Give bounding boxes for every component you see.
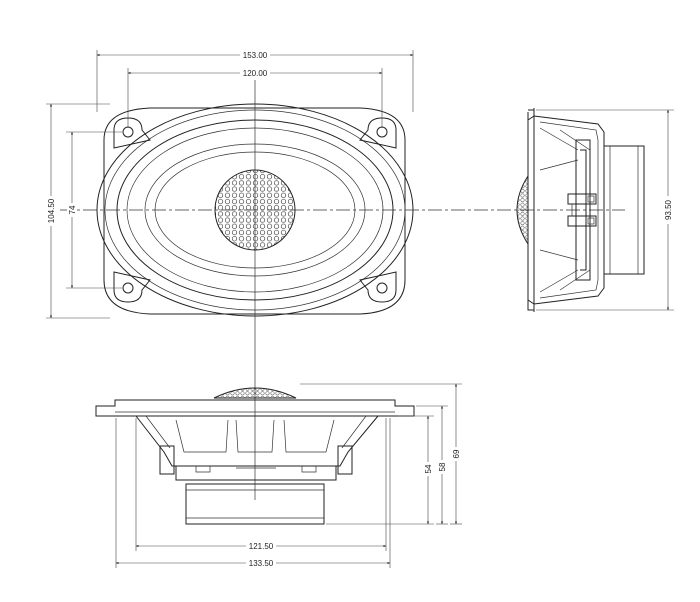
front-bolt-tab-br bbox=[359, 271, 397, 303]
front-bolt-tab-tl bbox=[113, 117, 151, 149]
side-view: 93.50 bbox=[516, 108, 674, 312]
dim-bottom-total: 69 bbox=[300, 383, 462, 525]
bottom-view: 54 58 69 121.50 bbox=[95, 383, 462, 568]
bottom-tweeter-dome bbox=[213, 387, 297, 399]
side-terminals bbox=[567, 193, 597, 227]
dim-front-bolt-spacing-label: 120.00 bbox=[243, 69, 268, 78]
dim-side-height-label: 93.50 bbox=[664, 199, 673, 220]
dim-bottom-cutout: 121.50 bbox=[135, 418, 387, 551]
dim-bottom-total-label: 69 bbox=[452, 449, 461, 458]
dim-front-height: 104.50 bbox=[46, 103, 110, 319]
bottom-basket bbox=[135, 415, 379, 467]
side-basket-spokes bbox=[539, 127, 591, 293]
dim-bottom-overall: 133.50 bbox=[115, 418, 391, 568]
dim-front-bolt-vertical-label: 74 bbox=[68, 205, 77, 214]
dim-bottom-motor-label: 54 bbox=[424, 464, 433, 473]
dim-side-height: 93.50 bbox=[536, 109, 674, 311]
dim-bottom-frame-label: 58 bbox=[438, 462, 447, 471]
dim-front-width: 153.00 bbox=[96, 50, 414, 112]
dim-front-bolt-spacing: 120.00 bbox=[127, 68, 383, 128]
side-voice-coil bbox=[575, 139, 591, 281]
dim-front-height-label: 104.50 bbox=[47, 198, 56, 223]
dim-bottom-frame: 58 bbox=[416, 405, 448, 525]
bottom-magnet bbox=[185, 483, 325, 525]
bottom-motor-plate bbox=[175, 465, 337, 481]
dim-bottom-cutout-label: 121.50 bbox=[249, 542, 274, 551]
front-bolt-tab-bl bbox=[113, 271, 151, 303]
front-view: 153.00 120.00 104.50 74 bbox=[46, 50, 625, 500]
side-tweeter-dome bbox=[516, 174, 529, 246]
bottom-flange bbox=[95, 399, 415, 417]
dim-front-bolt-vertical: 74 bbox=[66, 131, 122, 289]
front-bolt-tab-tr bbox=[359, 117, 397, 149]
dim-bottom-overall-label: 133.50 bbox=[249, 559, 274, 568]
dim-bottom-motor: 54 bbox=[326, 415, 434, 525]
side-magnet bbox=[603, 145, 645, 275]
dim-front-width-label: 153.00 bbox=[243, 51, 268, 60]
front-mounting-plate bbox=[103, 107, 406, 315]
bottom-basket-windows bbox=[175, 419, 335, 453]
